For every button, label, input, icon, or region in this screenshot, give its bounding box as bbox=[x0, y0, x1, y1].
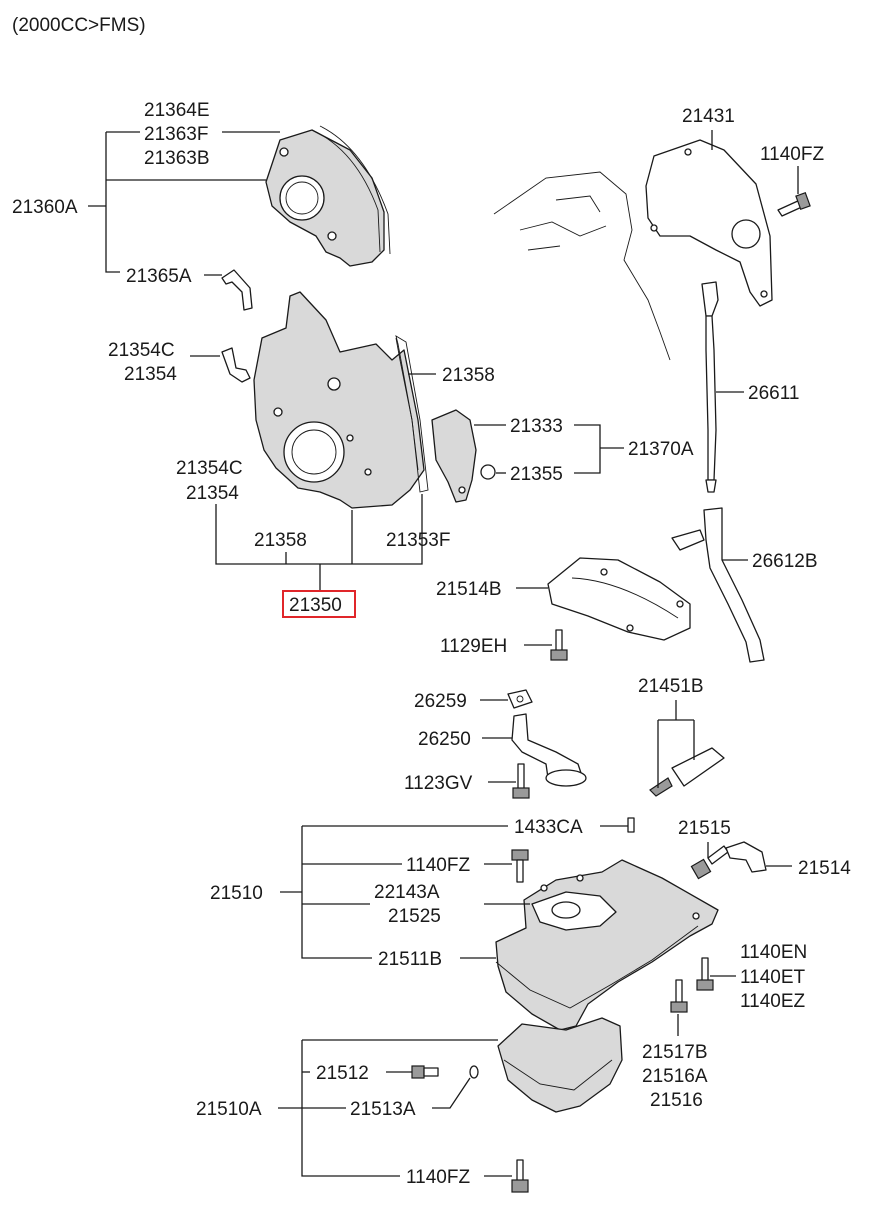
plug-1433ca bbox=[627, 817, 635, 833]
bolt-1129eh bbox=[550, 629, 568, 661]
label-21510A[interactable]: 21510A bbox=[196, 1099, 262, 1120]
label-26259[interactable]: 26259 bbox=[414, 691, 467, 712]
label-21354-lower[interactable]: 21354 bbox=[186, 483, 239, 504]
label-1140FZ-bottom[interactable]: 1140FZ bbox=[406, 1167, 470, 1188]
label-21510[interactable]: 21510 bbox=[210, 883, 263, 904]
label-21350[interactable]: 21350 bbox=[289, 595, 342, 616]
label-21354-upper[interactable]: 21354 bbox=[124, 364, 177, 385]
label-21514B[interactable]: 21514B bbox=[436, 579, 502, 600]
label-21364E[interactable]: 21364E bbox=[144, 100, 210, 121]
label-21513A[interactable]: 21513A bbox=[350, 1099, 416, 1120]
leader-lines bbox=[88, 130, 799, 1177]
label-21511B[interactable]: 21511B bbox=[378, 949, 442, 970]
bolt-21517b bbox=[670, 979, 688, 1013]
sealant-tube bbox=[649, 747, 725, 797]
oil-pan-lower bbox=[497, 1017, 623, 1113]
label-21512[interactable]: 21512 bbox=[316, 1063, 369, 1084]
timing-cover-upper bbox=[265, 125, 391, 267]
oil-pan-upper bbox=[495, 859, 719, 1031]
gasket-26259 bbox=[507, 689, 533, 709]
label-21431[interactable]: 21431 bbox=[682, 106, 735, 127]
hose-part bbox=[221, 269, 253, 311]
highlight-box bbox=[282, 590, 356, 618]
label-21355[interactable]: 21355 bbox=[510, 464, 563, 485]
small-cover bbox=[431, 409, 477, 503]
label-21363B[interactable]: 21363B bbox=[144, 148, 210, 169]
bolt-1140fz-mid bbox=[511, 849, 529, 883]
label-21515[interactable]: 21515 bbox=[678, 818, 731, 839]
bolt-21515 bbox=[690, 845, 729, 880]
label-1140FZ-top[interactable]: 1140FZ bbox=[760, 144, 824, 165]
label-21333[interactable]: 21333 bbox=[510, 416, 563, 437]
label-1140EZ[interactable]: 1140EZ bbox=[740, 991, 806, 1012]
label-21358-upper[interactable]: 21358 bbox=[442, 365, 495, 386]
plug bbox=[480, 464, 496, 480]
drain-washer bbox=[469, 1065, 479, 1079]
label-21525[interactable]: 21525 bbox=[388, 906, 441, 927]
label-21370A[interactable]: 21370A bbox=[628, 439, 694, 460]
variant-header: (2000CC>FMS) bbox=[12, 15, 146, 36]
dipstick bbox=[701, 281, 719, 493]
dipstick-guide bbox=[671, 507, 765, 663]
label-21516[interactable]: 21516 bbox=[650, 1090, 703, 1111]
timing-cover-lower bbox=[253, 291, 425, 509]
engine-block-outline bbox=[493, 171, 671, 361]
label-26612B[interactable]: 26612B bbox=[752, 551, 818, 572]
baffle-plate bbox=[547, 557, 691, 641]
bolt-1140fz-bottom bbox=[511, 1159, 529, 1193]
label-1140ET[interactable]: 1140ET bbox=[740, 967, 806, 988]
label-22143A[interactable]: 22143A bbox=[374, 882, 440, 903]
rear-plate bbox=[645, 139, 773, 307]
label-21358-lower[interactable]: 21358 bbox=[254, 530, 307, 551]
label-21451B[interactable]: 21451B bbox=[638, 676, 704, 697]
label-21516A[interactable]: 21516A bbox=[642, 1066, 708, 1087]
drain-bolt bbox=[411, 1065, 439, 1079]
label-21365A[interactable]: 21365A bbox=[126, 266, 192, 287]
label-21517B[interactable]: 21517B bbox=[642, 1042, 708, 1063]
label-21360A[interactable]: 21360A bbox=[12, 197, 78, 218]
label-1140EN[interactable]: 1140EN bbox=[740, 942, 807, 963]
bolt-1140fz-top bbox=[777, 191, 811, 217]
label-1123GV[interactable]: 1123GV bbox=[404, 773, 473, 794]
label-21354C-upper[interactable]: 21354C bbox=[108, 340, 175, 361]
label-21514[interactable]: 21514 bbox=[798, 858, 851, 879]
bolt-1123gv bbox=[512, 763, 530, 799]
clip-upper bbox=[221, 347, 251, 383]
bracket-21514 bbox=[725, 841, 767, 873]
label-1433CA[interactable]: 1433CA bbox=[514, 817, 583, 838]
label-21353F[interactable]: 21353F bbox=[386, 530, 450, 551]
label-21363F[interactable]: 21363F bbox=[144, 124, 208, 145]
label-1129EH[interactable]: 1129EH bbox=[440, 636, 507, 657]
label-1140FZ-mid[interactable]: 1140FZ bbox=[406, 855, 470, 876]
seal-strip bbox=[395, 335, 429, 493]
label-26250[interactable]: 26250 bbox=[418, 729, 471, 750]
oil-pickup bbox=[511, 713, 587, 787]
label-21354C-lower[interactable]: 21354C bbox=[176, 458, 243, 479]
bolt-1140en bbox=[696, 957, 714, 991]
label-26611[interactable]: 26611 bbox=[748, 383, 799, 404]
